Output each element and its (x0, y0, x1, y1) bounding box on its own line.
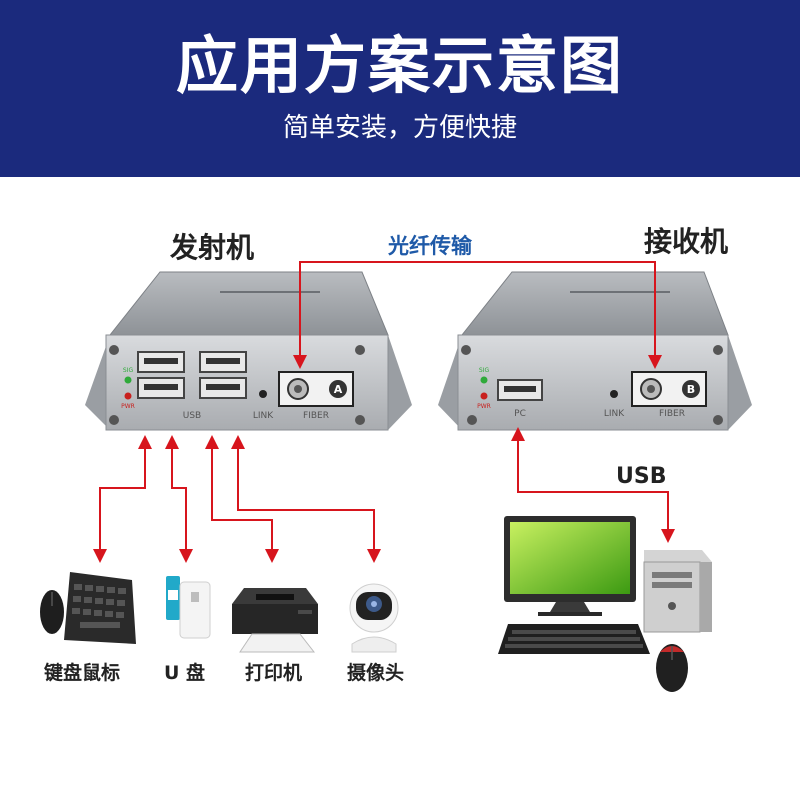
screw-icon (713, 415, 723, 425)
transmitter-device (85, 271, 412, 431)
pwr-text: PWR (121, 403, 135, 410)
receiver-device (438, 271, 752, 431)
fiber-text: FIBER (303, 411, 329, 421)
device-label-keyboard-mouse: 键盘鼠标 (44, 662, 121, 684)
screw-icon (713, 345, 723, 355)
page-title: 应用方案示意图 (175, 29, 624, 102)
pc-computer-icon (498, 516, 712, 692)
usb-port-group (137, 351, 247, 399)
port-a-badge: A (334, 383, 343, 396)
link-led-icon (259, 390, 267, 398)
screw-icon (467, 415, 477, 425)
usb-port-text: USB (183, 411, 201, 421)
screw-icon (461, 345, 471, 355)
link-text: LINK (604, 409, 625, 419)
fiber-link-arrow (293, 261, 662, 369)
device-label-camera: 摄像头 (347, 662, 405, 684)
camera-icon (349, 583, 399, 653)
device-label-usb-drive: U 盘 (164, 662, 206, 684)
arrow-keyboard (93, 435, 152, 563)
pc-port-text: PC (514, 409, 526, 419)
arrow-camera (231, 435, 381, 563)
fiber-transmission-label: 光纤传输 (388, 234, 472, 258)
screw-icon (109, 345, 119, 355)
screw-icon (109, 415, 119, 425)
pwr-led-icon (480, 392, 488, 400)
screw-icon (355, 415, 365, 425)
link-led-icon (610, 390, 618, 398)
sig-text: SIG (479, 367, 490, 374)
link-text: LINK (253, 411, 274, 421)
receiver-label: 接收机 (644, 225, 729, 258)
sig-led-icon (480, 376, 488, 384)
sig-led-icon (124, 376, 132, 384)
arrow-printer (205, 435, 279, 563)
usb-drive-icon (166, 576, 211, 639)
port-b-badge: B (687, 383, 695, 396)
keyboard-mouse-icon (40, 572, 136, 644)
transmitter-label: 发射机 (170, 231, 255, 264)
device-label-printer: 打印机 (245, 662, 303, 684)
printer-icon (232, 588, 318, 653)
screw-icon (355, 345, 365, 355)
fiber-text: FIBER (659, 409, 685, 419)
pwr-led-icon (124, 392, 132, 400)
arrow-usb-drive (165, 435, 193, 563)
pwr-text: PWR (477, 403, 491, 410)
arrow-pc (511, 427, 675, 543)
page-subtitle: 简单安装，方便快捷 (282, 113, 517, 143)
sig-text: SIG (123, 367, 134, 374)
header-banner: 应用方案示意图 简单安装，方便快捷 (0, 0, 800, 177)
